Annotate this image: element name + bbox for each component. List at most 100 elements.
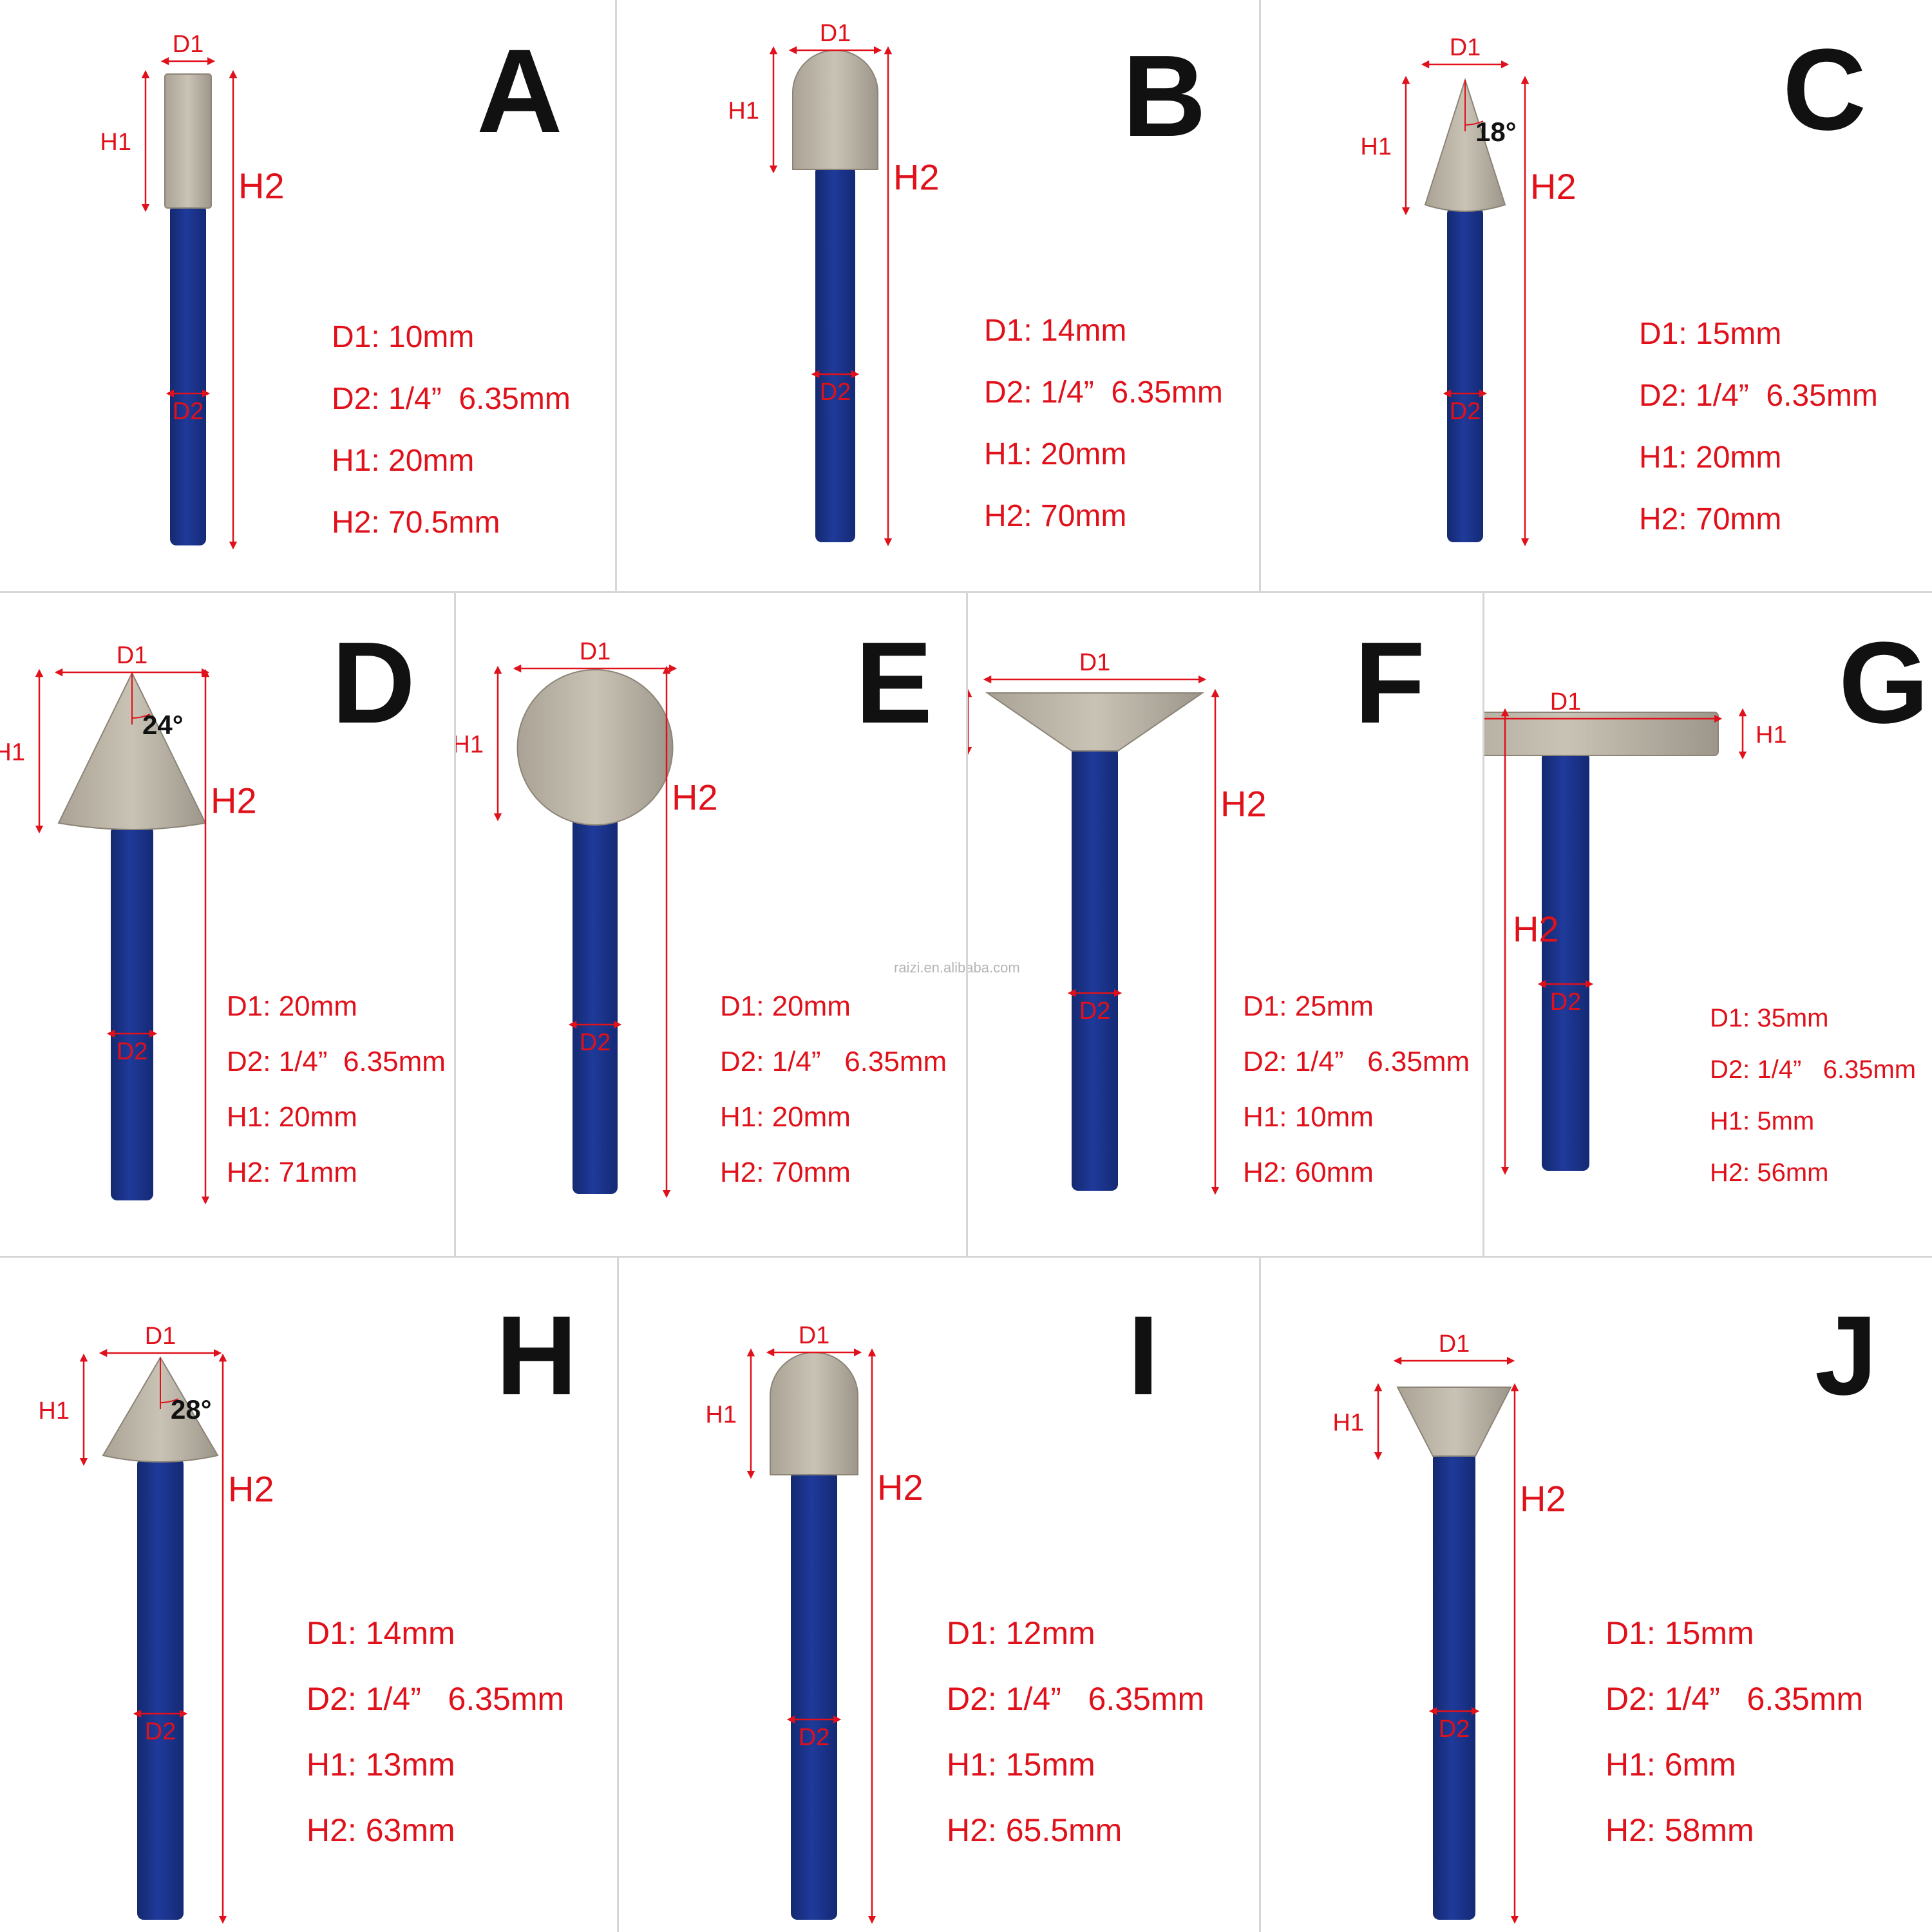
h2-label: H2 [238, 166, 285, 206]
spec-h1: H1: 5mm [1710, 1107, 1815, 1135]
shank [815, 166, 855, 542]
product-letter: H [496, 1293, 578, 1419]
spec-h1: H1: 20mm [227, 1101, 357, 1133]
angle-label: 18° [1475, 117, 1517, 147]
spec-d1: D1: 10mm [332, 320, 475, 354]
h2-label: H2 [877, 1467, 923, 1508]
shank [1447, 207, 1483, 542]
d1-label: D1 [1450, 34, 1481, 61]
h1-label: H1 [100, 129, 131, 156]
spec-d2: D2: 1/4” 6.35mm [1710, 1056, 1917, 1084]
angle-label: 28° [171, 1394, 212, 1425]
h1-label: H1 [1360, 133, 1392, 160]
spec-d2: D2: 1/4” 6.35mm [307, 1681, 565, 1717]
diamond-head [57, 671, 207, 830]
product-letter: C [1783, 25, 1866, 155]
product-letter: A [477, 25, 563, 158]
grid-divider [0, 591, 1932, 593]
spec-h2: H2: 70mm [1639, 502, 1782, 536]
diamond-head [770, 1352, 858, 1475]
d2-label: D2 [1550, 989, 1582, 1016]
d2-label: D2 [117, 1038, 148, 1065]
h2-label: H2 [1513, 909, 1559, 949]
d1-label: D1 [1550, 688, 1582, 715]
spec-h1: H1: 20mm [984, 437, 1127, 471]
h2-label: H2 [672, 777, 718, 818]
spec-h2: H2: 70mm [720, 1157, 851, 1188]
spec-h1: H1: 13mm [307, 1747, 455, 1783]
product-letter: J [1815, 1293, 1878, 1419]
product-letter: I [1128, 1293, 1159, 1419]
spec-h1: H1: 20mm [332, 444, 475, 478]
spec-h1: H1: 20mm [1639, 440, 1782, 475]
spec-d1: D1: 14mm [307, 1615, 455, 1651]
spec-d1: D1: 35mm [1710, 1004, 1829, 1032]
grid-divider [454, 593, 456, 1256]
spec-d2: D2: 1/4” 6.35mm [984, 375, 1223, 410]
d1-label: D1 [117, 642, 148, 669]
spec-d1: D1: 25mm [1243, 990, 1374, 1022]
grid-divider [615, 0, 617, 591]
spec-d2: D2: 1/4” 6.35mm [227, 1046, 446, 1077]
shank [573, 813, 618, 1194]
product-letter: G [1839, 618, 1929, 748]
spec-d2: D2: 1/4” 6.35mm [947, 1681, 1205, 1717]
spec-h1: H1: 6mm [1605, 1747, 1736, 1783]
spec-d1: D1: 12mm [947, 1615, 1095, 1651]
grid-divider [1482, 593, 1484, 1256]
shank [791, 1471, 837, 1920]
grid-divider [966, 593, 968, 1256]
h1-label: H1 [728, 98, 759, 125]
spec-d2: D2: 1/4” 6.35mm [1639, 379, 1878, 413]
spec-h2: H2: 60mm [1243, 1157, 1374, 1188]
product-letter: B [1122, 32, 1206, 161]
d1-label: D1 [173, 31, 204, 58]
h2-label: H2 [1520, 1478, 1566, 1519]
h2-label: H2 [1530, 166, 1577, 207]
h1-label: H1 [0, 739, 25, 766]
spec-h1: H1: 10mm [1243, 1101, 1374, 1133]
spec-d2: D2: 1/4” 6.35mm [720, 1046, 947, 1077]
diamond-head [102, 1356, 219, 1463]
d1-label: D1 [820, 20, 851, 47]
angle-label: 24° [142, 710, 184, 740]
d2-label: D2 [1079, 998, 1111, 1025]
shank [1433, 1452, 1475, 1920]
spec-d1: D1: 20mm [720, 990, 851, 1022]
spec-d1: D1: 14mm [984, 314, 1127, 348]
diamond-head [1484, 712, 1719, 756]
h1-label: H1 [456, 732, 484, 759]
d1-label: D1 [1439, 1331, 1470, 1358]
d1-label: D1 [145, 1323, 176, 1350]
spec-h2: H2: 65.5mm [947, 1812, 1122, 1848]
d2-label: D2 [173, 398, 204, 425]
product-letter: D [332, 618, 415, 748]
h2-label: H2 [1220, 784, 1267, 824]
d2-label: D2 [799, 1724, 830, 1751]
spec-d1: D1: 15mm [1639, 317, 1782, 351]
grid-divider [1259, 0, 1261, 591]
h1-label: H1 [38, 1397, 70, 1425]
watermark: raizi.en.alibaba.com [894, 960, 1020, 976]
h2-label: H2 [228, 1469, 274, 1510]
spec-h1: H1: 15mm [947, 1747, 1095, 1783]
spec-d1: D1: 20mm [227, 990, 357, 1022]
spec-d2: D2: 1/4” 6.35mm [1243, 1046, 1470, 1077]
h2-label: H2 [893, 156, 940, 197]
shank [111, 826, 153, 1200]
spec-h2: H2: 58mm [1605, 1812, 1754, 1848]
